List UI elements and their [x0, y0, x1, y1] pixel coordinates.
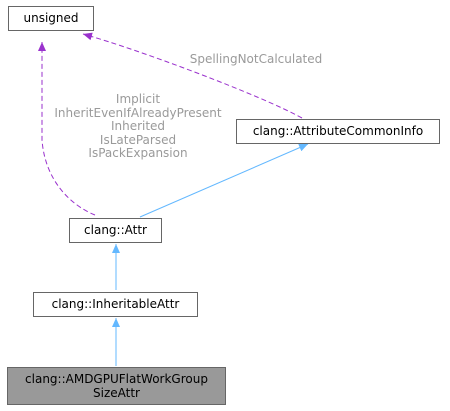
edge-label-member: Implicit [115, 92, 161, 106]
edge-attr-to-aci [139, 143, 309, 218]
node-unsigned[interactable]: unsigned [8, 6, 94, 31]
node-unsigned-label: unsigned [23, 11, 79, 25]
node-amdgpu-label-line2: SizeAttr [93, 386, 140, 400]
edge-label-member: InheritEvenIfAlreadyPresent [54, 105, 222, 120]
node-attribute-common-info-label: clang::AttributeCommonInfo [252, 124, 424, 138]
node-attribute-common-info[interactable]: clang::AttributeCommonInfo [236, 119, 440, 144]
node-amdgpu-label-line1: clang::AMDGPUFlatWorkGroup [25, 372, 208, 386]
edge-label-member: IsLateParsed [99, 132, 177, 147]
node-amdgpu-flat-work-group-size-attr[interactable]: clang::AMDGPUFlatWorkGroup SizeAttr [7, 367, 226, 405]
edge-label-spelling: SpellingNotCalculated [176, 52, 336, 67]
node-inheritable-attr-label: clang::InheritableAttr [51, 297, 180, 311]
edge-aci-to-unsigned [82, 32, 303, 119]
node-attr-label: clang::Attr [84, 223, 147, 237]
edge-label-spelling-text: SpellingNotCalculated [189, 52, 323, 66]
edge-label-attr-members: Implicit InheritEvenIfAlreadyPresent Inh… [40, 92, 236, 161]
node-attr[interactable]: clang::Attr [69, 218, 162, 243]
edge-label-member: Inherited [110, 119, 166, 133]
edge-attr-to-unsigned [38, 42, 96, 216]
edge-label-member: IsPackExpansion [88, 146, 188, 160]
node-inheritable-attr[interactable]: clang::InheritableAttr [33, 292, 198, 317]
